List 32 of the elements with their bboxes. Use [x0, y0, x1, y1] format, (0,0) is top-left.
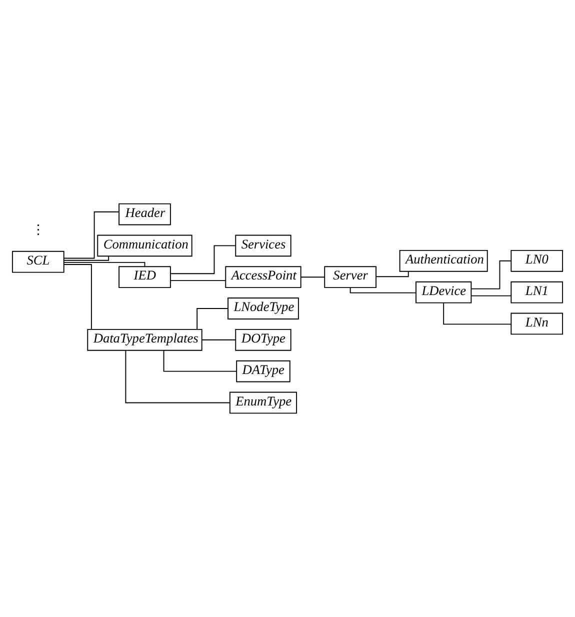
node-box: Server: [324, 266, 376, 288]
connector: [300, 276, 326, 278]
node-box: LN0: [510, 250, 564, 272]
node-box: LNn: [510, 312, 564, 335]
connector: [350, 287, 416, 294]
node-box: Authentication: [399, 250, 488, 272]
node-box: Services: [235, 234, 292, 257]
connector: [196, 308, 228, 330]
connector: [470, 295, 512, 296]
connector: [63, 256, 110, 261]
connector: [125, 350, 230, 404]
connector: [163, 350, 238, 372]
connector: [443, 302, 512, 325]
connector: [63, 264, 92, 330]
node-box: LNodeType: [228, 298, 299, 320]
node-box: Communication: [97, 234, 192, 257]
node-box: Header: [118, 203, 171, 226]
connector: [170, 280, 226, 282]
node-box: LN1: [510, 281, 564, 304]
connector: [63, 211, 120, 259]
node-box: IED: [118, 266, 171, 288]
node-box: EnumType: [229, 392, 298, 414]
node-box: DAType: [236, 360, 290, 382]
node-box: AccessPoint: [225, 266, 302, 288]
connector: [170, 245, 236, 274]
label: ⋮: [31, 222, 44, 237]
connector: [376, 271, 409, 278]
node-box: DataTypeTemplates: [87, 328, 202, 351]
node-box: SCL: [12, 250, 64, 273]
node-box: LDevice: [416, 281, 472, 304]
connector: [201, 339, 236, 340]
node-box: DOType: [235, 328, 292, 351]
